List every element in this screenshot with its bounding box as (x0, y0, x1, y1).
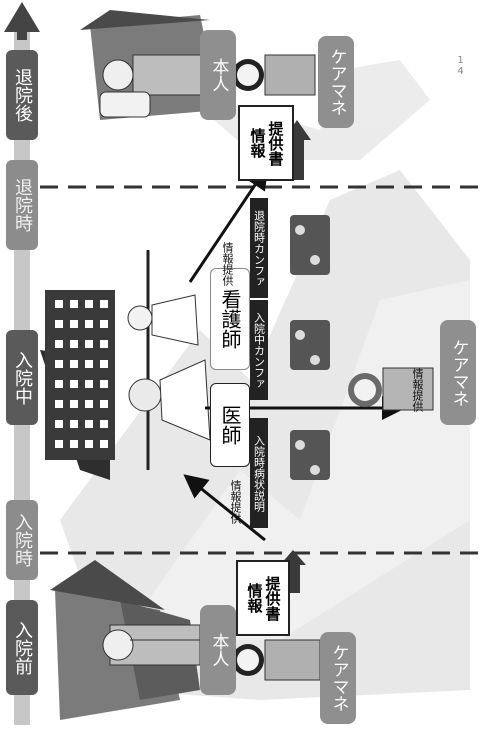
care-manager-label-before: ケアマネ (320, 632, 356, 724)
meeting-icon-inpatient (290, 320, 330, 370)
meeting-label-discharge: 退院時カンファ (250, 198, 268, 298)
phase-before-admission: 入院前 (6, 600, 38, 695)
flow-label-to-care-manager: 情報提供 (412, 368, 423, 412)
patient-label-before: 本人 (200, 605, 236, 695)
care-manager-label-after: ケアマネ (318, 36, 354, 128)
nurse-figure (128, 295, 198, 345)
patient-label-after: 本人 (200, 30, 236, 120)
phase-admission: 入院時 (6, 500, 38, 580)
care-manager-figure-before (232, 640, 320, 680)
page-number: 14 (455, 55, 465, 77)
info-document-discharge-line2: 提供書 (268, 121, 283, 166)
flow-label-at-discharge: 情報提供 (222, 242, 233, 286)
patient-figure-before (103, 625, 200, 665)
care-manager-label-mid: ケアマネ (440, 320, 476, 425)
phase-discharge: 退院時 (6, 160, 38, 250)
meeting-label-admission: 入院時病状説明 (250, 418, 268, 528)
flow-label-to-hospital: 情報提供 (230, 480, 241, 524)
info-document-admission-line2: 提供書 (265, 576, 280, 621)
info-document-admission: 情報 提供書 (236, 560, 290, 636)
meeting-icon-discharge (290, 215, 330, 275)
info-document-discharge: 情報 提供書 (238, 105, 294, 181)
phase-after-discharge: 退院後 (6, 50, 38, 140)
info-document-discharge-line1: 情報 (250, 128, 265, 158)
phase-hospitalization: 入院中 (6, 330, 38, 425)
meeting-icon-admission (290, 430, 330, 480)
meeting-label-inpatient: 入院中カンファ (250, 300, 268, 400)
info-document-admission-line1: 情報 (247, 583, 262, 613)
doctor-label: 医師 (210, 383, 250, 467)
care-manager-figure-after (232, 55, 315, 95)
